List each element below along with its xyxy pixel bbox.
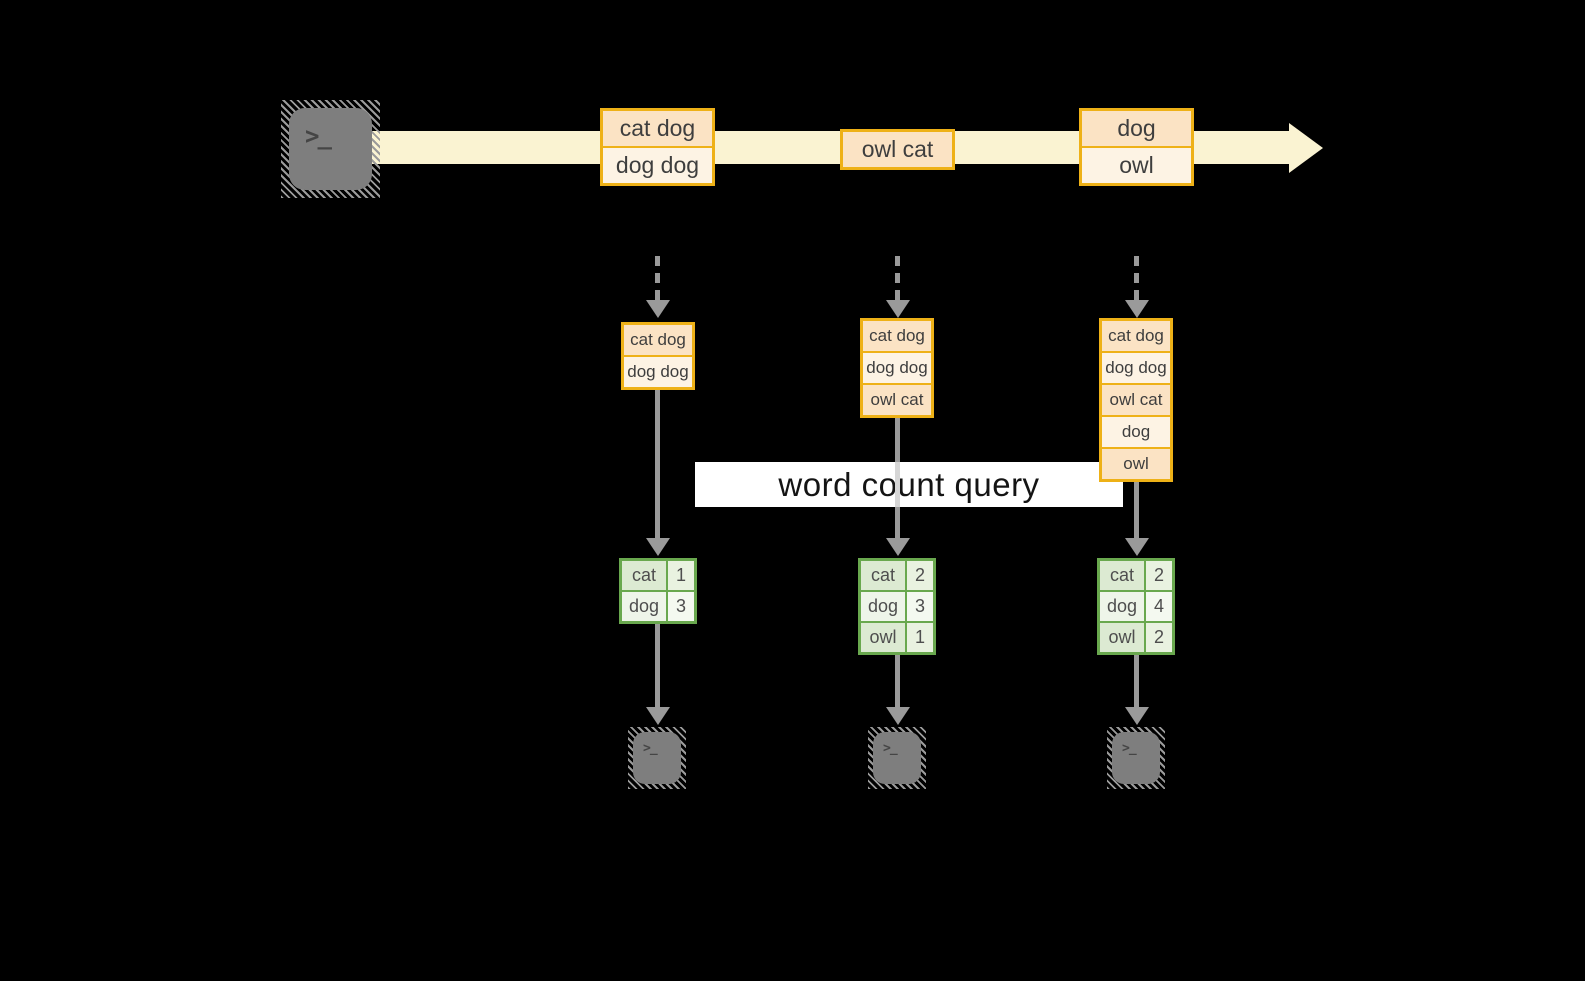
word-cell: cat bbox=[622, 561, 666, 590]
state-row: dog dog bbox=[1102, 353, 1170, 383]
state-row: owl cat bbox=[1102, 385, 1170, 415]
arrowhead-icon bbox=[646, 538, 670, 556]
word-cell: dog bbox=[861, 592, 905, 621]
table-row: dog 3 bbox=[861, 592, 933, 621]
state-row: cat dog bbox=[624, 325, 692, 355]
connector-line bbox=[1134, 481, 1139, 538]
state-row: owl cat bbox=[863, 385, 931, 415]
terminal-screen: >_ bbox=[1112, 732, 1160, 784]
stream-batch-3: dog owl bbox=[1079, 108, 1194, 186]
word-cell: owl bbox=[861, 623, 905, 652]
table-row: cat 2 bbox=[1100, 561, 1172, 590]
sink-terminal-icon-2: >_ bbox=[868, 727, 926, 789]
arrowhead-icon bbox=[1125, 300, 1149, 318]
count-cell: 4 bbox=[1146, 592, 1172, 621]
state-box-1: cat dog dog dog bbox=[621, 322, 695, 390]
table-row: cat 1 bbox=[622, 561, 694, 590]
word-cell: owl bbox=[1100, 623, 1144, 652]
connector-line-over-band bbox=[895, 462, 900, 507]
terminal-screen: >_ bbox=[289, 108, 372, 190]
connector-line bbox=[655, 390, 660, 538]
terminal-prompt-icon: >_ bbox=[305, 122, 332, 150]
word-cell: dog bbox=[1100, 592, 1144, 621]
message: owl bbox=[1082, 148, 1191, 183]
count-cell: 1 bbox=[668, 561, 694, 590]
count-cell: 3 bbox=[668, 592, 694, 621]
dashed-arrow-line bbox=[895, 256, 900, 300]
table-row: owl 2 bbox=[1100, 623, 1172, 652]
arrowhead-icon bbox=[1125, 538, 1149, 556]
terminal-prompt-icon: >_ bbox=[1122, 741, 1137, 756]
arrowhead-icon bbox=[886, 300, 910, 318]
sink-terminal-icon-3: >_ bbox=[1107, 727, 1165, 789]
connector-line bbox=[895, 655, 900, 707]
connector-line bbox=[1134, 655, 1139, 707]
table-row: dog 3 bbox=[622, 592, 694, 621]
sink-terminal-icon-1: >_ bbox=[628, 727, 686, 789]
count-cell: 2 bbox=[1146, 623, 1172, 652]
count-cell: 2 bbox=[907, 561, 933, 590]
count-cell: 2 bbox=[1146, 561, 1172, 590]
word-cell: cat bbox=[1100, 561, 1144, 590]
table-row: dog 4 bbox=[1100, 592, 1172, 621]
message: owl cat bbox=[843, 132, 952, 167]
message: dog dog bbox=[603, 148, 712, 183]
terminal-prompt-icon: >_ bbox=[883, 741, 898, 756]
state-box-2: cat dog dog dog owl cat bbox=[860, 318, 934, 418]
query-label-band: word count query bbox=[695, 462, 1123, 507]
state-row: dog dog bbox=[624, 357, 692, 387]
arrowhead-icon bbox=[646, 300, 670, 318]
source-terminal-icon: >_ bbox=[281, 100, 380, 198]
state-row: dog dog bbox=[863, 353, 931, 383]
stream-batch-2: owl cat bbox=[840, 129, 955, 170]
word-cell: dog bbox=[622, 592, 666, 621]
count-table-2: cat 2 dog 3 owl 1 bbox=[858, 558, 936, 655]
stream-batch-1: cat dog dog dog bbox=[600, 108, 715, 186]
dashed-arrow-line bbox=[1134, 256, 1139, 300]
state-row: dog bbox=[1102, 417, 1170, 447]
state-box-3: cat dog dog dog owl cat dog owl bbox=[1099, 318, 1173, 482]
terminal-screen: >_ bbox=[633, 732, 681, 784]
count-table-3: cat 2 dog 4 owl 2 bbox=[1097, 558, 1175, 655]
query-label: word count query bbox=[778, 465, 1040, 503]
stream-arrowhead-icon bbox=[1289, 123, 1323, 173]
arrowhead-icon bbox=[646, 707, 670, 725]
count-table-1: cat 1 dog 3 bbox=[619, 558, 697, 624]
state-row: cat dog bbox=[1102, 321, 1170, 351]
word-cell: cat bbox=[861, 561, 905, 590]
message: cat dog bbox=[603, 111, 712, 146]
state-row: owl bbox=[1102, 449, 1170, 479]
arrowhead-icon bbox=[886, 707, 910, 725]
arrowhead-icon bbox=[1125, 707, 1149, 725]
table-row: cat 2 bbox=[861, 561, 933, 590]
count-cell: 3 bbox=[907, 592, 933, 621]
state-row: cat dog bbox=[863, 321, 931, 351]
message: dog bbox=[1082, 111, 1191, 146]
count-cell: 1 bbox=[907, 623, 933, 652]
connector-line bbox=[655, 624, 660, 707]
dashed-arrow-line bbox=[655, 256, 660, 300]
terminal-screen: >_ bbox=[873, 732, 921, 784]
terminal-prompt-icon: >_ bbox=[643, 741, 658, 756]
arrowhead-icon bbox=[886, 538, 910, 556]
table-row: owl 1 bbox=[861, 623, 933, 652]
